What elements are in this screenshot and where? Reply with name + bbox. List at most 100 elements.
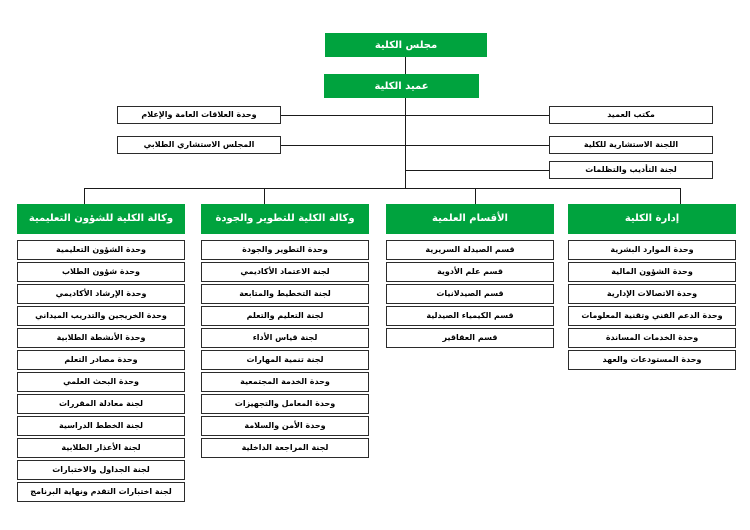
item-label: لجنة اختبارات التقدم ونهاية البرنامج: [30, 486, 172, 496]
item-label: وحدة الخريجين والتدريب الميداني: [35, 310, 167, 320]
list-item[interactable]: لجنة الاعتماد الأكاديمي: [201, 262, 369, 282]
list-item[interactable]: وحدة الموارد البشرية: [568, 240, 736, 260]
list-item[interactable]: قسم الصيدلة السريرية: [386, 240, 554, 260]
list-item[interactable]: لجنة الأعذار الطلابية: [17, 438, 185, 458]
list-item[interactable]: وحدة الأنشطة الطلابية: [17, 328, 185, 348]
list-item[interactable]: لجنة التخطيط والمتابعة: [201, 284, 369, 304]
item-label: وحدة الأنشطة الطلابية: [56, 332, 146, 342]
connector-right-3: [405, 170, 549, 171]
node-dean-office[interactable]: مكتب العميد: [549, 106, 713, 124]
column-header-college-administration[interactable]: إدارة الكلية: [568, 204, 736, 234]
node-student-advisory-council[interactable]: المجلس الاستشاري الطلابي: [117, 136, 281, 154]
node-discipline-grievance-committee[interactable]: لجنة التأديب والتظلمات: [549, 161, 713, 179]
item-label: وحدة الخدمة المجتمعية: [240, 376, 330, 386]
item-label: وحدة شؤون الطلاب: [62, 266, 140, 276]
connector-right-2: [405, 145, 549, 146]
item-label: لجنة الأعذار الطلابية: [61, 442, 141, 452]
item-label: قسم علم الأدوية: [437, 266, 503, 276]
connector-right-1: [405, 115, 549, 116]
list-item[interactable]: وحدة مصادر التعلم: [17, 350, 185, 370]
column-header-development-quality-label: وكالة الكلية للتطوير والجودة: [215, 213, 355, 225]
item-label: لجنة التعليم والتعلم: [246, 310, 324, 320]
list-item[interactable]: وحدة الاتصالات الإدارية: [568, 284, 736, 304]
column-header-academic-departments-label: الأقسام العلمية: [432, 213, 508, 225]
list-item[interactable]: لجنة الخطط الدراسية: [17, 416, 185, 436]
node-public-relations-media[interactable]: وحدة العلاقات العامة والإعلام: [117, 106, 281, 124]
item-label: وحدة مصادر التعلم: [64, 354, 138, 364]
item-label: قسم الكيمياء الصيدلية: [426, 310, 514, 320]
list-item[interactable]: وحدة الإرشاد الأكاديمي: [17, 284, 185, 304]
item-label: وحدة الأمن والسلامة: [244, 420, 326, 430]
list-item[interactable]: وحدة الخدمة المجتمعية: [201, 372, 369, 392]
item-label: وحدة البحث العلمي: [63, 376, 139, 386]
column-header-college-administration-label: إدارة الكلية: [624, 213, 680, 225]
list-item[interactable]: قسم علم الأدوية: [386, 262, 554, 282]
list-item[interactable]: قسم الصيدلانيات: [386, 284, 554, 304]
connector-left-1: [281, 115, 406, 116]
item-label: وحدة الدعم الفني وتقنية المعلومات: [581, 310, 723, 320]
connector-dean-spine: [405, 98, 406, 188]
item-label: لجنة المراجعة الداخلية: [241, 442, 329, 452]
item-label: وحدة المستودعات والعهد: [602, 354, 702, 364]
column-development-quality: وكالة الكلية للتطوير والجودة وحدة التطوي…: [201, 204, 369, 460]
node-dean-office-label: مكتب العميد: [607, 109, 655, 119]
node-college-council-label: مجلس الكلية: [374, 39, 438, 51]
list-item[interactable]: لجنة المراجعة الداخلية: [201, 438, 369, 458]
list-item[interactable]: لجنة الجداول والاختبارات: [17, 460, 185, 480]
connector-drop-col-2: [264, 188, 265, 208]
list-item[interactable]: لجنة تنمية المهارات: [201, 350, 369, 370]
column-header-development-quality[interactable]: وكالة الكلية للتطوير والجودة: [201, 204, 369, 234]
list-item[interactable]: وحدة المستودعات والعهد: [568, 350, 736, 370]
item-label: قسم الصيدلة السريرية: [425, 244, 515, 254]
item-label: وحدة التطوير والجودة: [242, 244, 328, 254]
item-label: قسم العقاقير: [442, 332, 498, 342]
connector-drop-col-3: [475, 188, 476, 208]
node-student-advisory-council-label: المجلس الاستشاري الطلابي: [143, 139, 255, 149]
node-college-advisory-committee-label: اللجنة الاستشارية للكلية: [583, 139, 679, 149]
list-item[interactable]: وحدة الخدمات المساندة: [568, 328, 736, 348]
item-label: وحدة الشؤون التعليمية: [56, 244, 146, 254]
list-item[interactable]: وحدة الشؤون المالية: [568, 262, 736, 282]
item-label: لجنة الجداول والاختبارات: [52, 464, 150, 474]
list-item[interactable]: وحدة الأمن والسلامة: [201, 416, 369, 436]
list-item[interactable]: قسم الكيمياء الصيدلية: [386, 306, 554, 326]
node-college-dean[interactable]: عميد الكلية: [324, 74, 479, 98]
node-discipline-grievance-committee-label: لجنة التأديب والتظلمات: [585, 164, 677, 174]
list-item[interactable]: لجنة قياس الأداء: [201, 328, 369, 348]
node-college-council[interactable]: مجلس الكلية: [325, 33, 487, 57]
column-academic-departments: الأقسام العلمية قسم الصيدلة السريرية قسم…: [386, 204, 554, 350]
list-item[interactable]: وحدة البحث العلمي: [17, 372, 185, 392]
column-header-academic-departments[interactable]: الأقسام العلمية: [386, 204, 554, 234]
list-item[interactable]: وحدة الخريجين والتدريب الميداني: [17, 306, 185, 326]
item-label: لجنة الاعتماد الأكاديمي: [240, 266, 330, 276]
connector-drop-col-1: [84, 188, 85, 208]
node-college-dean-label: عميد الكلية: [374, 80, 429, 92]
item-label: قسم الصيدلانيات: [436, 288, 504, 298]
list-item[interactable]: وحدة الشؤون التعليمية: [17, 240, 185, 260]
list-item[interactable]: وحدة الدعم الفني وتقنية المعلومات: [568, 306, 736, 326]
column-college-administration: إدارة الكلية وحدة الموارد البشرية وحدة ا…: [568, 204, 736, 372]
list-item[interactable]: وحدة شؤون الطلاب: [17, 262, 185, 282]
item-label: وحدة الاتصالات الإدارية: [606, 288, 698, 298]
node-public-relations-media-label: وحدة العلاقات العامة والإعلام: [141, 109, 257, 119]
list-item[interactable]: وحدة المعامل والتجهيزات: [201, 394, 369, 414]
node-college-advisory-committee[interactable]: اللجنة الاستشارية للكلية: [549, 136, 713, 154]
item-label: وحدة المعامل والتجهيزات: [234, 398, 336, 408]
column-header-educational-affairs-label: وكالة الكلية للشؤون التعليمية: [28, 213, 174, 225]
list-item[interactable]: لجنة معادلة المقررات: [17, 394, 185, 414]
column-header-educational-affairs[interactable]: وكالة الكلية للشؤون التعليمية: [17, 204, 185, 234]
list-item[interactable]: لجنة اختبارات التقدم ونهاية البرنامج: [17, 482, 185, 502]
connector-left-2: [281, 145, 406, 146]
list-item[interactable]: لجنة التعليم والتعلم: [201, 306, 369, 326]
connector-drop-col-4: [680, 188, 681, 208]
column-educational-affairs: وكالة الكلية للشؤون التعليمية وحدة الشؤو…: [17, 204, 185, 504]
list-item[interactable]: قسم العقاقير: [386, 328, 554, 348]
item-label: لجنة معادلة المقررات: [58, 398, 144, 408]
item-label: لجنة تنمية المهارات: [246, 354, 324, 364]
list-item[interactable]: وحدة التطوير والجودة: [201, 240, 369, 260]
connector-column-bus: [84, 188, 680, 189]
item-label: لجنة التخطيط والمتابعة: [239, 288, 331, 298]
item-label: لجنة قياس الأداء: [252, 332, 318, 342]
item-label: وحدة الموارد البشرية: [610, 244, 694, 254]
